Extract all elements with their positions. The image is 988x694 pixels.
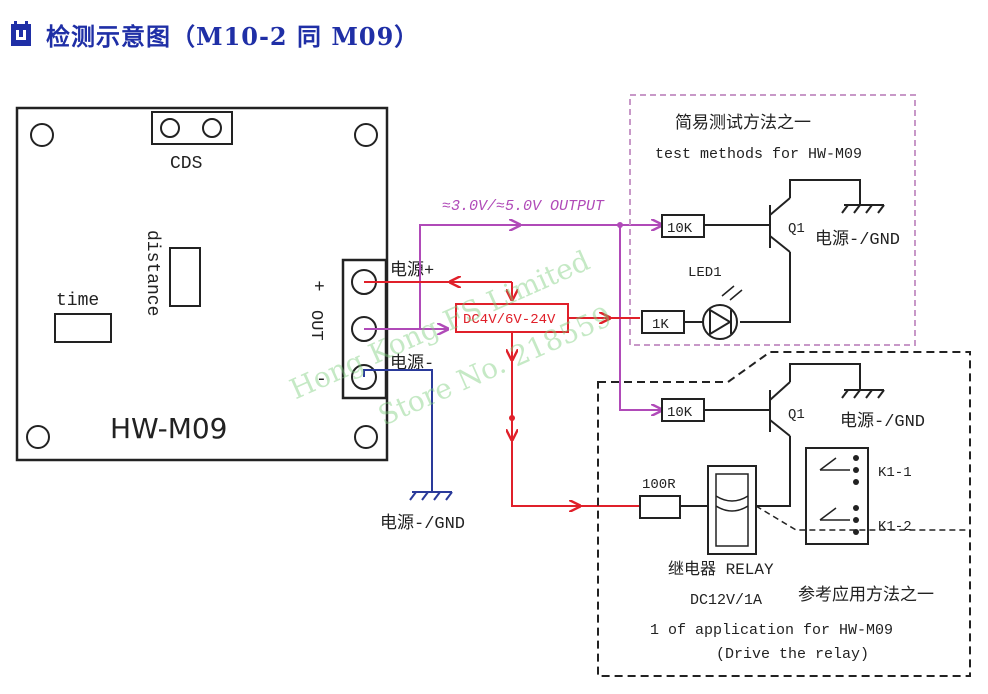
power-minus-label: 电源- [390, 353, 434, 374]
distance-label: distance [142, 230, 162, 316]
ground-wire [363, 369, 453, 501]
cds-label: CDS [170, 154, 202, 174]
test-title-cn: 简易测试方法之一 [675, 113, 811, 134]
plus-sign: + [314, 278, 325, 298]
time-pot[interactable] [54, 313, 112, 343]
relay-resistor-coil: 100R [642, 477, 676, 493]
relay-resistor-base: 10K [667, 405, 693, 421]
supply-box [455, 303, 569, 333]
test-transistor-label: Q1 [788, 221, 805, 237]
test-title-en: test methods for HW-M09 [655, 146, 862, 163]
minus-sign: - [316, 370, 327, 390]
supply-wire [364, 282, 640, 506]
time-label: time [56, 291, 99, 311]
cds-sensor [151, 111, 233, 145]
supply-voltage-label: DC4V/6V-24V [463, 312, 556, 328]
relay-title-cn: 参考应用方法之一 [798, 585, 934, 606]
relay-caption-2: (Drive the relay) [716, 646, 869, 663]
output-voltage-label: ≈3.0V/≈5.0V OUTPUT [442, 198, 605, 215]
distance-pot[interactable] [169, 247, 201, 307]
page-title: 检测示意图（M10-2 同 M09） [46, 21, 420, 51]
power-plus-label: 电源+ [390, 260, 434, 281]
relay-application-panel: 10K Q1 电源-/GND 100R [597, 351, 971, 677]
sensor-module-board: CDS distance time HW-M09 + OUT - [15, 106, 389, 462]
page-header: 检测示意图（M10-2 同 M09） [8, 14, 419, 54]
module-gnd-label: 电源-/GND [380, 513, 465, 534]
test-method-panel: 简易测试方法之一 test methods for HW-M09 10K Q1 … [629, 94, 916, 346]
test-resistor-led: 1K [652, 317, 669, 333]
contact-k1-1: K1-1 [878, 465, 912, 481]
led-symbol [702, 304, 738, 340]
test-gnd-label: 电源-/GND [815, 229, 900, 250]
document-icon [11, 21, 31, 46]
relay-coil [707, 465, 757, 555]
model-label: HW-M09 [110, 412, 228, 445]
relay-transistor-label: Q1 [788, 407, 805, 423]
relay-name-label: 继电器 RELAY [668, 560, 774, 579]
terminal-minus[interactable] [351, 364, 377, 390]
relay-rating-label: DC12V/1A [690, 592, 762, 609]
out-label: OUT [306, 310, 325, 341]
relay-gnd-label: 电源-/GND [840, 411, 925, 432]
test-resistor-base: 10K [667, 221, 693, 237]
relay-caption-1: 1 of application for HW-M09 [650, 622, 893, 639]
contact-k1-2: K1-2 [878, 519, 912, 535]
led-label: LED1 [688, 265, 722, 281]
relay-contacts-box [805, 447, 869, 545]
output-wire [364, 225, 662, 410]
